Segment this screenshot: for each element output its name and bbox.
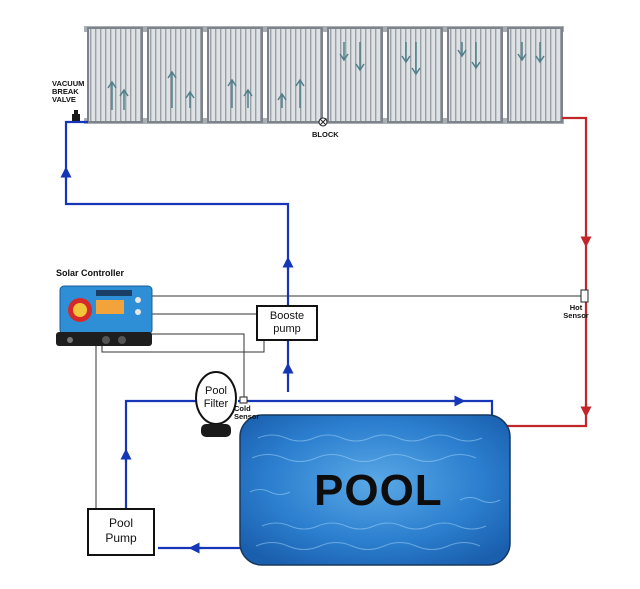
booster-pump bbox=[256, 305, 318, 341]
pool-pump-label: Pool Pump bbox=[105, 516, 137, 545]
sensor-icon bbox=[239, 396, 248, 404]
solar-panel bbox=[147, 27, 203, 123]
hot-sensor-label: Hot Sensor bbox=[563, 303, 589, 320]
solar-panel bbox=[267, 27, 323, 123]
solar-panel bbox=[87, 27, 143, 123]
solar-panel bbox=[387, 27, 443, 123]
block-label: BLOCK bbox=[312, 130, 339, 139]
pool-filter-label: Pool Filter bbox=[203, 385, 229, 410]
controller-device-icon bbox=[56, 285, 153, 346]
solar-panel bbox=[207, 27, 263, 123]
cold-sensor-label: Cold Sensor bbox=[234, 404, 260, 421]
solar-panel bbox=[327, 27, 383, 123]
pool-pump bbox=[87, 508, 155, 556]
control-wires bbox=[95, 295, 582, 510]
pool-label: POOL bbox=[314, 466, 443, 515]
solar-controller-label: Solar Controller bbox=[56, 268, 125, 278]
solar-panel bbox=[447, 27, 503, 123]
cold-supply-line bbox=[60, 120, 294, 392]
booste-pump-label: Booste pump bbox=[269, 310, 305, 335]
solar-panel bbox=[507, 27, 563, 123]
pool-filter bbox=[195, 371, 237, 437]
top-header-pipe bbox=[84, 26, 564, 32]
pool bbox=[239, 414, 511, 566]
hot-return-line bbox=[504, 116, 592, 428]
valve-icon bbox=[72, 110, 80, 122]
solar-panel-array bbox=[84, 26, 564, 124]
block-valve-icon bbox=[318, 117, 328, 127]
vacuum-break-valve-label: VACUUM BREAK VALVE bbox=[52, 79, 85, 104]
sensor-icon bbox=[580, 289, 589, 303]
